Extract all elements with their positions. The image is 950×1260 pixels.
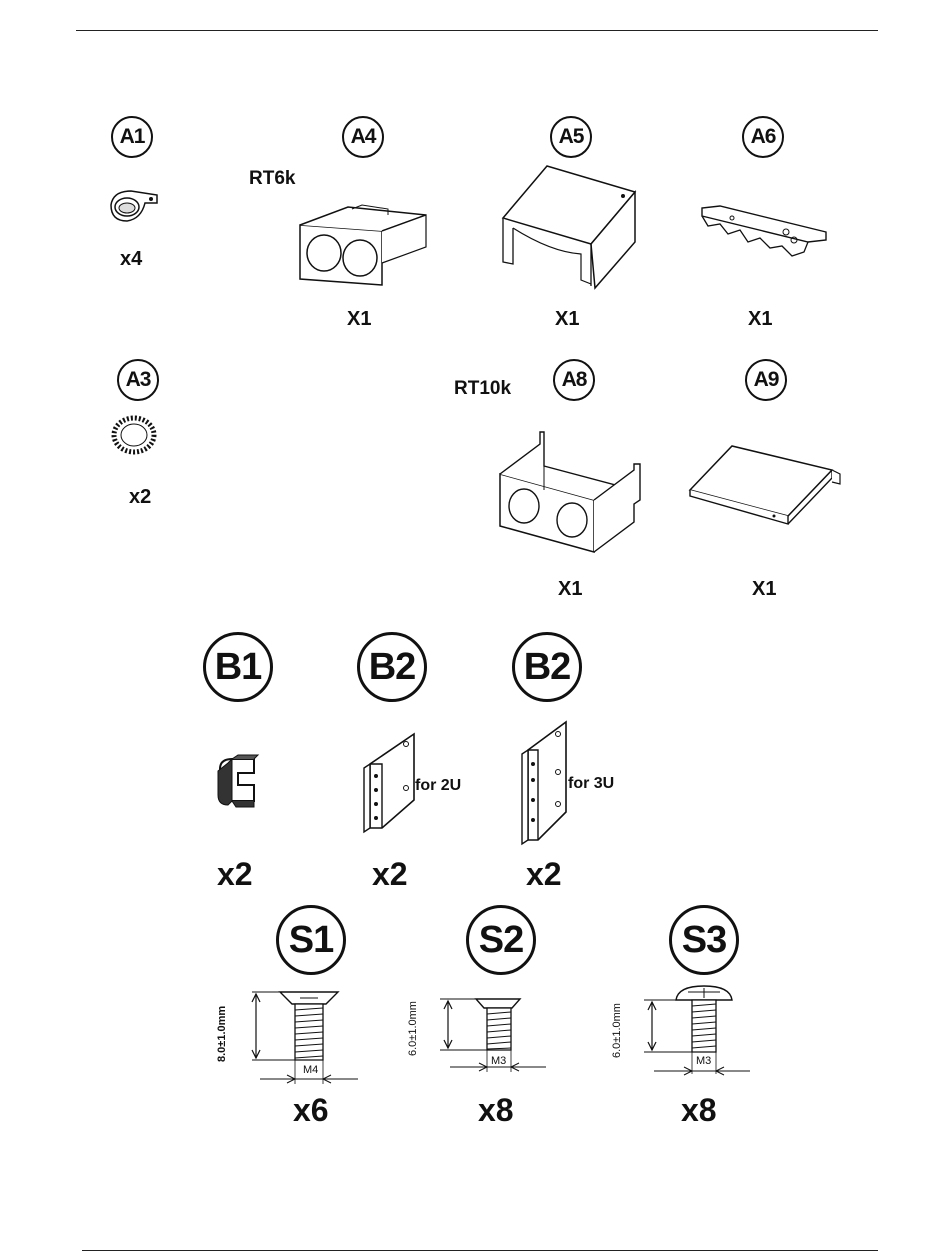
- note-for-3u: for 3U: [568, 775, 614, 793]
- model-label-rt6k: RT6k: [249, 168, 295, 190]
- clip-b1-drawing: [214, 755, 262, 815]
- part-badge-a9: A9: [745, 359, 787, 401]
- lock-washer-a3-drawing: [108, 413, 160, 457]
- part-badge-a8: A8: [553, 359, 595, 401]
- screw-s3-drawing: [624, 980, 754, 1076]
- screw-badge-s2: S2: [466, 905, 536, 975]
- qty-a4: X1: [347, 308, 371, 331]
- qty-a3: x2: [129, 486, 151, 509]
- screw-s1-length: 8.0±1.0mm: [216, 1006, 228, 1062]
- qty-b2-2u: x2: [372, 856, 408, 893]
- qty-a1: x4: [120, 248, 142, 271]
- qty-s1: x6: [293, 1092, 329, 1129]
- qty-b1: x2: [217, 856, 253, 893]
- qty-a5: X1: [555, 308, 579, 331]
- bottom-rule: [82, 1250, 878, 1251]
- part-badge-a1: A1: [111, 116, 153, 158]
- screw-s3-thread: M3: [696, 1055, 711, 1067]
- part-badge-a4: A4: [342, 116, 384, 158]
- screw-s2-length: 6.0±1.0mm: [407, 1001, 419, 1056]
- part-badge-b2-3u: B2: [512, 632, 582, 702]
- part-badge-b1: B1: [203, 632, 273, 702]
- qty-a6: X1: [748, 308, 772, 331]
- qty-b2-3u: x2: [526, 856, 562, 893]
- rack-ear-2u-drawing: [360, 732, 420, 834]
- part-badge-b2-2u: B2: [357, 632, 427, 702]
- note-for-2u: for 2U: [415, 777, 461, 795]
- rail-a6-drawing: [698, 190, 830, 264]
- box-a8-drawing: [496, 430, 646, 555]
- bracket-a4-drawing: [292, 203, 432, 289]
- qty-a9: X1: [752, 578, 776, 601]
- model-label-rt10k: RT10k: [454, 378, 511, 400]
- part-badge-a5: A5: [550, 116, 592, 158]
- screw-badge-s3: S3: [669, 905, 739, 975]
- top-rule: [76, 30, 878, 31]
- part-badge-a6: A6: [742, 116, 784, 158]
- screw-s2-thread: M3: [491, 1055, 506, 1067]
- screw-s2-drawing: [420, 994, 550, 1074]
- qty-s2: x8: [478, 1092, 514, 1129]
- screw-s1-thread: M4: [303, 1064, 318, 1076]
- screw-badge-s1: S1: [276, 905, 346, 975]
- qty-s3: x8: [681, 1092, 717, 1129]
- box-a5-drawing: [495, 162, 640, 292]
- part-badge-a3: A3: [117, 359, 159, 401]
- plate-a9-drawing: [686, 440, 846, 530]
- qty-a8: X1: [558, 578, 582, 601]
- screw-s3-length: 6.0±1.0mm: [611, 1003, 623, 1058]
- clip-a1-drawing: [105, 183, 163, 227]
- rack-ear-3u-drawing: [518, 720, 570, 844]
